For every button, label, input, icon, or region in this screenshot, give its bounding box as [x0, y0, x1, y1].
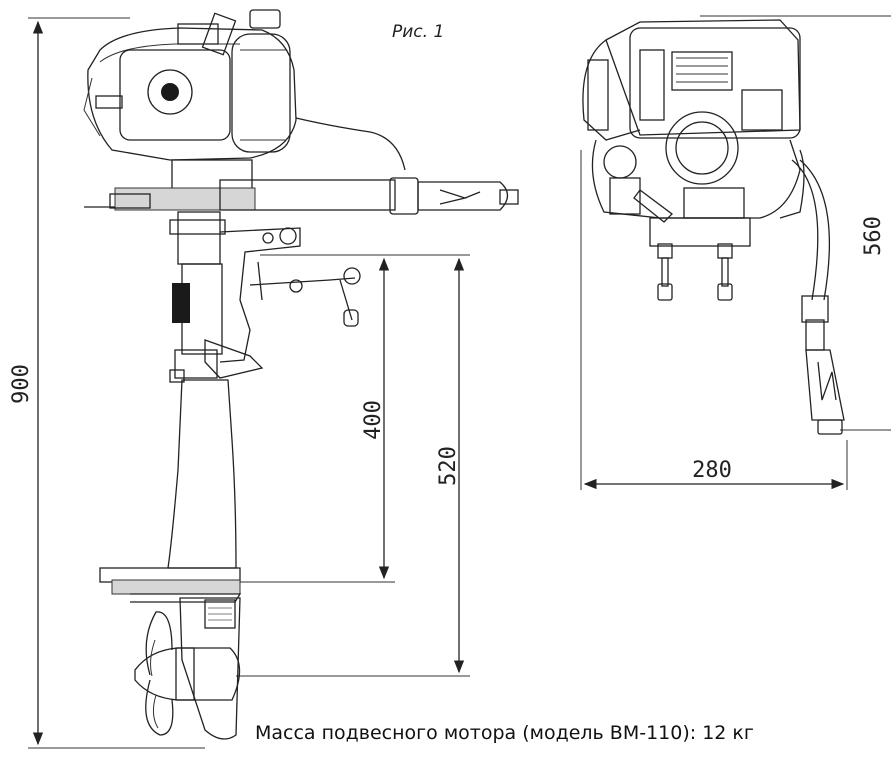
mass-note: Масса подвесного мотора (модель ВМ-110):…: [255, 722, 754, 744]
dimension-560: 560: [700, 15, 891, 431]
dimension-400-label: 400: [361, 400, 386, 440]
outboard-side-view: [83, 9, 519, 740]
dimension-520-label: 520: [436, 446, 461, 486]
outboard-rear-view: [582, 19, 845, 435]
dimension-900: 900: [9, 17, 205, 749]
dimension-280-label: 280: [692, 458, 732, 483]
dimension-560-label: 560: [861, 216, 886, 256]
dimension-280: 280: [580, 150, 848, 490]
figure-caption: Рис. 1: [392, 22, 445, 42]
dimension-520: 520: [236, 257, 470, 677]
dimension-900-label: 900: [9, 364, 34, 404]
dimension-400: 400: [240, 254, 470, 583]
